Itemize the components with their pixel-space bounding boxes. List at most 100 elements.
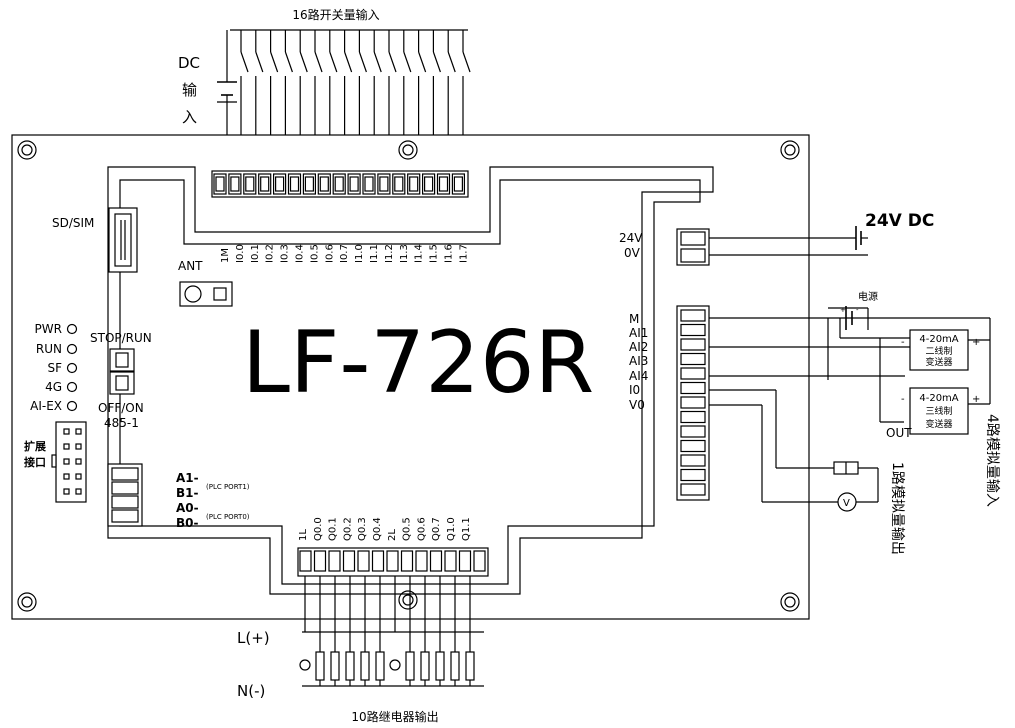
power-24v-label: 24V (619, 231, 643, 245)
tx2-line2: 二线制 (925, 345, 952, 357)
input-terminal-label: I1.4 (414, 244, 425, 263)
relay-load (450, 651, 460, 681)
tx3-line3: 变送器 (925, 418, 952, 430)
output-terminal (342, 550, 356, 572)
analog-terminal (680, 410, 706, 424)
enclosure-inner (119, 179, 701, 585)
output-terminal (299, 550, 312, 572)
out-label: OUT (886, 426, 912, 440)
mount-hole-top (398, 140, 418, 160)
output-terminal (415, 550, 428, 572)
tx3-line1: 4-20mA (919, 393, 958, 404)
tx3-line2: 三线制 (925, 405, 952, 417)
rs485-terminal (111, 509, 139, 523)
relay-load (360, 651, 370, 681)
output-terminal (313, 550, 327, 572)
input-terminal-label: I0.5 (309, 244, 320, 263)
analog-terminal (680, 338, 706, 351)
input-terminal-label: I1.7 (458, 244, 469, 263)
output-terminal-label: Q0.4 (372, 517, 383, 541)
dc-input-label-1: 输 (182, 81, 197, 99)
analog-output-label: 1路模拟量输出 (889, 462, 905, 555)
relay-load (330, 651, 340, 681)
stop-run-label: STOP/RUN (90, 331, 152, 345)
input-terminal-label: I0.0 (235, 244, 246, 263)
analog-terminal-label: AI1 (629, 326, 648, 340)
l-plus-label: L(+) (237, 629, 270, 647)
input-terminal-block (211, 170, 469, 198)
voltmeter-symbol (837, 492, 857, 512)
output-terminal (473, 550, 486, 572)
rs485-terminal (111, 495, 139, 509)
rs485-terminal (111, 481, 139, 495)
tx3-minus: - (901, 394, 905, 405)
output-terminal (444, 550, 457, 572)
led-indicator (66, 362, 78, 374)
expansion-port (51, 421, 87, 503)
output-terminal-label: Q0.3 (357, 517, 368, 541)
power-0v-label: 0V (624, 246, 641, 260)
led-indicator (66, 400, 78, 412)
digital-input-title: 16路开关量输入 (292, 7, 379, 22)
expansion-pin (63, 428, 70, 435)
input-terminal-label: I1.0 (354, 244, 365, 263)
analog-terminal-label: I0 (629, 383, 640, 397)
output-terminal (400, 550, 414, 572)
expansion-pin (75, 428, 82, 435)
power-source-plus: + (840, 306, 846, 314)
analog-wiring (709, 307, 991, 503)
expansion-pin (63, 458, 70, 465)
input-terminal-label: I0.6 (324, 244, 335, 263)
relay-load (405, 651, 415, 681)
power-supply-wiring (709, 226, 868, 256)
rs-b1-label: B1- (176, 486, 198, 500)
output-terminal (386, 550, 399, 572)
input-terminal-label: I0.1 (250, 244, 261, 263)
sd-sim-slot (108, 207, 138, 273)
relay-load (465, 651, 475, 681)
antenna-connector (179, 281, 233, 307)
input-terminal-label: I0.3 (280, 244, 291, 263)
rs-a0-label: A0- (176, 501, 199, 515)
mount-hole-br (780, 592, 800, 612)
expand-port-label-2: 接口 (24, 455, 46, 469)
power-supply-label: 24V DC (865, 211, 934, 231)
input-terminal-label: I0.4 (295, 244, 306, 263)
analog-terminal (680, 323, 706, 337)
analog-terminal-label: AI4 (629, 369, 648, 383)
output-terminal-label: 1L (298, 529, 309, 541)
analog-terminal (680, 396, 706, 409)
ammeter-symbol (833, 461, 859, 475)
mount-hole-bl (17, 592, 37, 612)
input-terminal-label: I1.1 (369, 244, 380, 263)
tx3-plus: + (972, 394, 980, 405)
output-terminal-block (297, 547, 489, 577)
input-terminal-label: 1M (220, 248, 231, 263)
analog-terminal (680, 468, 706, 482)
analog-terminal (680, 483, 706, 496)
output-terminal-label: Q0.0 (313, 517, 324, 541)
dc-input-label-2: 入 (182, 108, 197, 126)
analog-terminal-block (676, 305, 710, 501)
output-terminal (458, 550, 472, 572)
analog-input-label: 4路模拟量输入 (984, 414, 1000, 507)
analog-terminal (680, 439, 706, 453)
output-terminal-label: Q0.6 (416, 517, 427, 541)
sd-sim-label: SD/SIM (52, 216, 94, 230)
relay-load (435, 651, 445, 681)
power-source-minus: - (856, 306, 859, 314)
analog-terminal (680, 425, 706, 438)
output-terminal-label: Q0.1 (328, 517, 339, 541)
n-minus-label: N(-) (237, 682, 265, 700)
analog-terminal (680, 381, 706, 395)
power-source-battery (845, 306, 853, 330)
rs-a1-label: A1- (176, 471, 199, 485)
analog-terminal (680, 352, 706, 366)
input-terminal-label: I1.6 (444, 244, 455, 263)
enclosure-outer (107, 166, 714, 595)
model-name: LF-726R (242, 313, 594, 413)
output-terminal-label: Q1.1 (461, 517, 472, 541)
load-indicator (299, 659, 311, 671)
